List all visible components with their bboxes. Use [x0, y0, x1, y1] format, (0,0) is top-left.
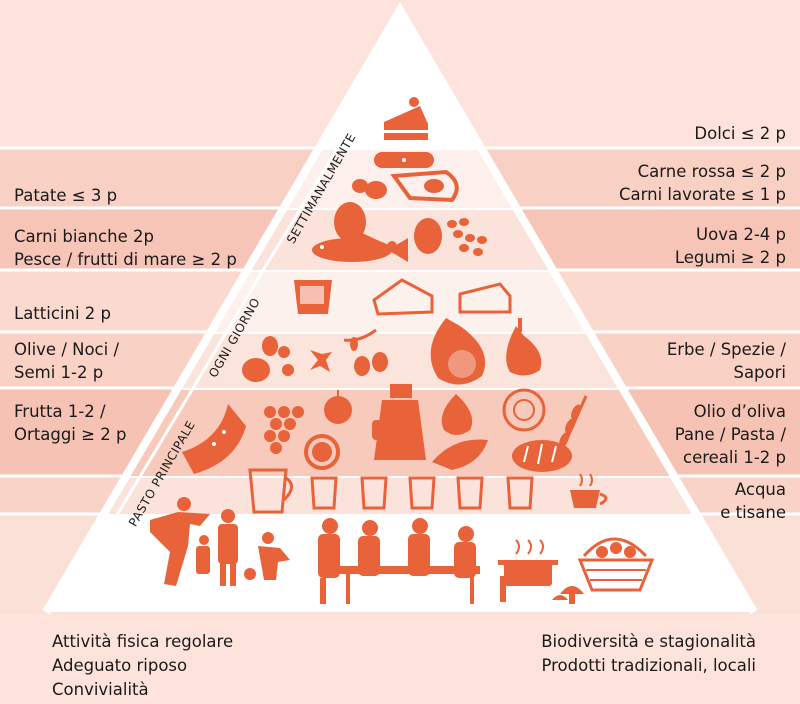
exercising-people-icon [150, 497, 290, 586]
right-label-line: Erbe / Spezie / [666, 340, 786, 359]
orange-slice-icon [304, 434, 340, 470]
left-label-dairy: Latticini 2 p [14, 302, 111, 325]
cooking-pot-icon [498, 539, 558, 586]
artichoke-icon [441, 394, 473, 435]
left-label-line: Latticini 2 p [14, 304, 111, 323]
left-label-line: Patate ≤ 3 p [14, 186, 118, 205]
right-label-line: cereali 1-2 p [683, 448, 786, 467]
right-label-eggs-legumes: Uova 2-4 p Legumi ≥ 2 p [675, 223, 786, 269]
left-label-line: Carni bianche 2p [14, 227, 154, 246]
cabbage-icon [502, 388, 546, 432]
left-label-line: Frutta 1-2 / [14, 402, 106, 421]
tea-cup-icon [570, 473, 608, 508]
beans-icon [447, 218, 487, 256]
bottom-label-line: Biodiversità e stagionalità [541, 632, 756, 651]
bottom-label-lifestyle: Attività fisica regolare Adeguato riposo… [52, 630, 233, 702]
right-label-line: Carni lavorate ≤ 1 p [618, 185, 786, 204]
right-label-sweets: Dolci ≤ 2 p [694, 122, 786, 145]
egg-icon [414, 218, 442, 254]
spinach-icon [432, 439, 488, 470]
yogurt-icon [294, 280, 332, 314]
right-label-line: Dolci ≤ 2 p [694, 124, 786, 143]
olive-oil-bottle-icon [372, 384, 426, 460]
cheese-wedge-icon [458, 282, 512, 314]
bottom-label-line: Convivialità [52, 680, 149, 699]
bottom-label-line: Prodotti tradizionali, locali [541, 656, 756, 675]
potatoes-icon [352, 179, 387, 199]
right-label-herbs-spices: Erbe / Spezie / Sapori [667, 338, 786, 384]
left-label-olives-nuts: Olive / Noci / Semi 1-2 p [14, 338, 119, 384]
bread-icon [512, 440, 572, 472]
fish-icon [312, 238, 408, 262]
cake-icon [384, 97, 428, 140]
left-label-potatoes: Patate ≤ 3 p [14, 184, 117, 207]
steak-icon [390, 169, 459, 203]
right-label-line: Uova 2-4 p [696, 225, 786, 244]
left-label-white-meat-fish: Carni bianche 2p Pesce / frutti di mare … [14, 225, 237, 271]
cheese-icon [372, 278, 434, 316]
right-label-line: Pane / Pasta / [674, 425, 786, 444]
sausage-icon [374, 152, 434, 168]
grapes-icon [264, 406, 304, 454]
watermelon-icon [182, 404, 246, 474]
right-label-line: e tisane [720, 503, 786, 522]
left-label-line: Semi 1-2 p [14, 363, 104, 382]
mushrooms-icon [552, 586, 584, 604]
family-dining-icon [318, 518, 506, 604]
right-label-line: Olio d’oliva [693, 402, 786, 421]
right-label-line: Sapori [733, 363, 786, 382]
apple-icon [324, 390, 352, 424]
nuts-icon [242, 336, 332, 382]
right-label-line: Acqua [734, 480, 786, 499]
right-label-water: Acqua e tisane [720, 478, 786, 524]
bottom-label-line: Attività fisica regolare [52, 632, 234, 651]
right-label-line: Legumi ≥ 2 p [674, 248, 786, 267]
basket-icon [577, 537, 655, 592]
bottom-label-line: Adeguato riposo [52, 656, 188, 675]
bottom-label-biodiversity: Biodiversità e stagionalità Prodotti tra… [541, 630, 756, 678]
wheat-icon [559, 395, 588, 451]
onion-icon [430, 318, 486, 385]
right-label-line: Carne rossa ≤ 2 p [637, 162, 786, 181]
water-pitcher-icon [248, 468, 293, 514]
water-glass-icon [310, 476, 534, 510]
left-label-fruit-vegetables: Frutta 1-2 / Ortaggi ≥ 2 p [14, 400, 126, 446]
right-label-red-meat: Carne rossa ≤ 2 p Carni lavorate ≤ 1 p [619, 160, 786, 206]
garlic-icon [506, 318, 542, 376]
left-label-line: Pesce / frutti di mare ≥ 2 p [14, 250, 237, 269]
olives-icon [343, 328, 388, 376]
right-label-oil-cereals: Olio d’oliva Pane / Pasta / cereali 1-2 … [675, 400, 786, 469]
left-label-line: Olive / Noci / [14, 340, 120, 359]
left-label-line: Ortaggi ≥ 2 p [14, 425, 127, 444]
